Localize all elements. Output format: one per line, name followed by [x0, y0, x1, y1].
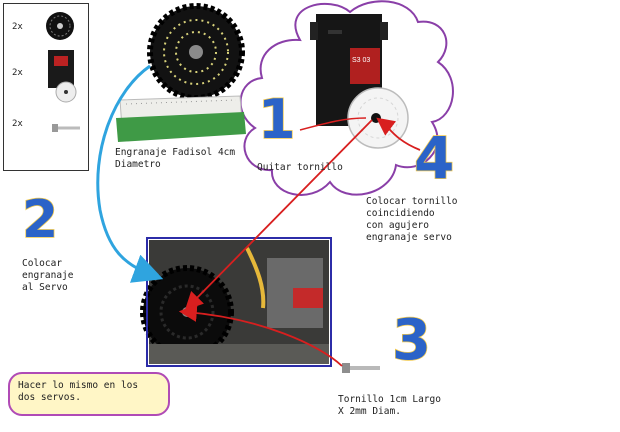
gear-label: Engranaje Fadisol 4cm Diametro: [115, 147, 236, 170]
step-4-number: 4: [413, 123, 455, 193]
servo-motor-icon: [48, 50, 77, 103]
step-3-number: 3: [391, 307, 431, 374]
parts-qty-servo: 2x: [12, 68, 23, 78]
red-arrow-screw-to-gear: [178, 303, 343, 367]
cloud-outline: [239, 0, 454, 196]
red-arrow-4-to-servo: [376, 117, 421, 151]
parts-qty-screw: 2x: [12, 119, 23, 129]
gear-icon: [46, 12, 74, 40]
red-arrow-servo-to-gear: [184, 119, 373, 311]
parts-icons: [46, 12, 80, 132]
parts-list-box: 2x 2x 2x: [3, 3, 89, 171]
servo-motor-image: [310, 14, 409, 149]
assembly-photo-frame: [146, 237, 332, 367]
ruler-image: [116, 95, 246, 142]
step-3-text: Tornillo 1cm Largo X 2mm Diam.: [338, 394, 441, 417]
step-2-number: 2: [21, 189, 59, 251]
step-4-text: Colocar tornillo coincidiendo con agujer…: [366, 196, 458, 243]
note-callout: Hacer lo mismo en los dos servos.: [8, 372, 170, 416]
step-2-text: Colocar engranaje al Servo: [22, 258, 74, 293]
screw-image: [342, 363, 380, 373]
servo-marking: S3 03: [352, 57, 370, 64]
parts-qty-gear: 2x: [12, 22, 23, 32]
blue-arrow: [96, 64, 164, 283]
gear-image: [147, 3, 245, 101]
screw-icon: [52, 124, 80, 132]
step-1-number: 1: [257, 87, 296, 152]
step-1-text: Quitar tornillo: [257, 162, 343, 173]
red-arrow-1-to-servo: [299, 117, 367, 131]
